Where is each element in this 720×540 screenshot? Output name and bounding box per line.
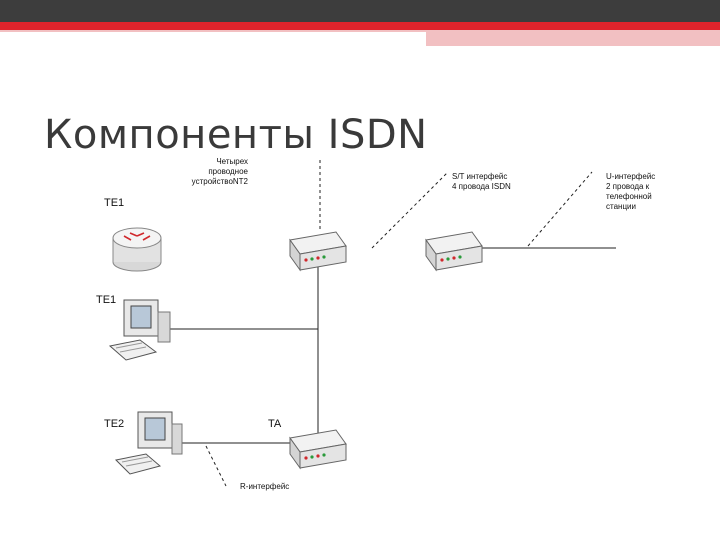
- u-note-line: 2 провода к: [606, 182, 650, 191]
- pink-accent-bar: [426, 30, 720, 46]
- nt2-note-line: устройствоNT2: [191, 177, 248, 186]
- te1-router-label: TE1: [104, 197, 125, 209]
- u-note-line: телефонной: [606, 192, 652, 201]
- st-interface-note: S/T интерфейс 4 провода ISDN: [452, 172, 511, 192]
- st-dashed-pointer: [371, 171, 449, 249]
- slide-title: Компоненты ISDN: [44, 112, 428, 158]
- ta-label: TA: [268, 418, 282, 430]
- u-interface-note: U-интерфейс 2 провода к телефонной станц…: [606, 172, 655, 212]
- st-note-line: 4 провода ISDN: [452, 182, 511, 191]
- u-dashed-pointer: [527, 171, 593, 247]
- nt2-note: Четырех проводное устройствоNT2: [186, 157, 248, 187]
- router-icon: [112, 227, 162, 272]
- st-note-line: S/T интерфейс: [452, 172, 508, 181]
- pink-accent-line: [0, 30, 426, 32]
- pc-icon: [108, 299, 171, 361]
- switch-icon: [289, 231, 347, 272]
- te2-label: TE2: [104, 418, 125, 430]
- pc-icon: [114, 411, 183, 475]
- top-bar: [0, 0, 720, 22]
- switch-icon: [289, 429, 347, 470]
- r-interface-note: R-интерфейс: [240, 482, 290, 491]
- red-accent-bar: [0, 22, 720, 30]
- nt2-note-line: проводное: [208, 167, 248, 176]
- nt2-note-line: Четырех: [216, 157, 248, 166]
- te1-pc-label: TE1: [96, 294, 117, 306]
- switch-icon: [425, 231, 483, 272]
- r-dashed-pointer: [205, 445, 227, 487]
- u-note-line: U-интерфейс: [606, 172, 656, 181]
- u-note-line: станции: [606, 202, 636, 211]
